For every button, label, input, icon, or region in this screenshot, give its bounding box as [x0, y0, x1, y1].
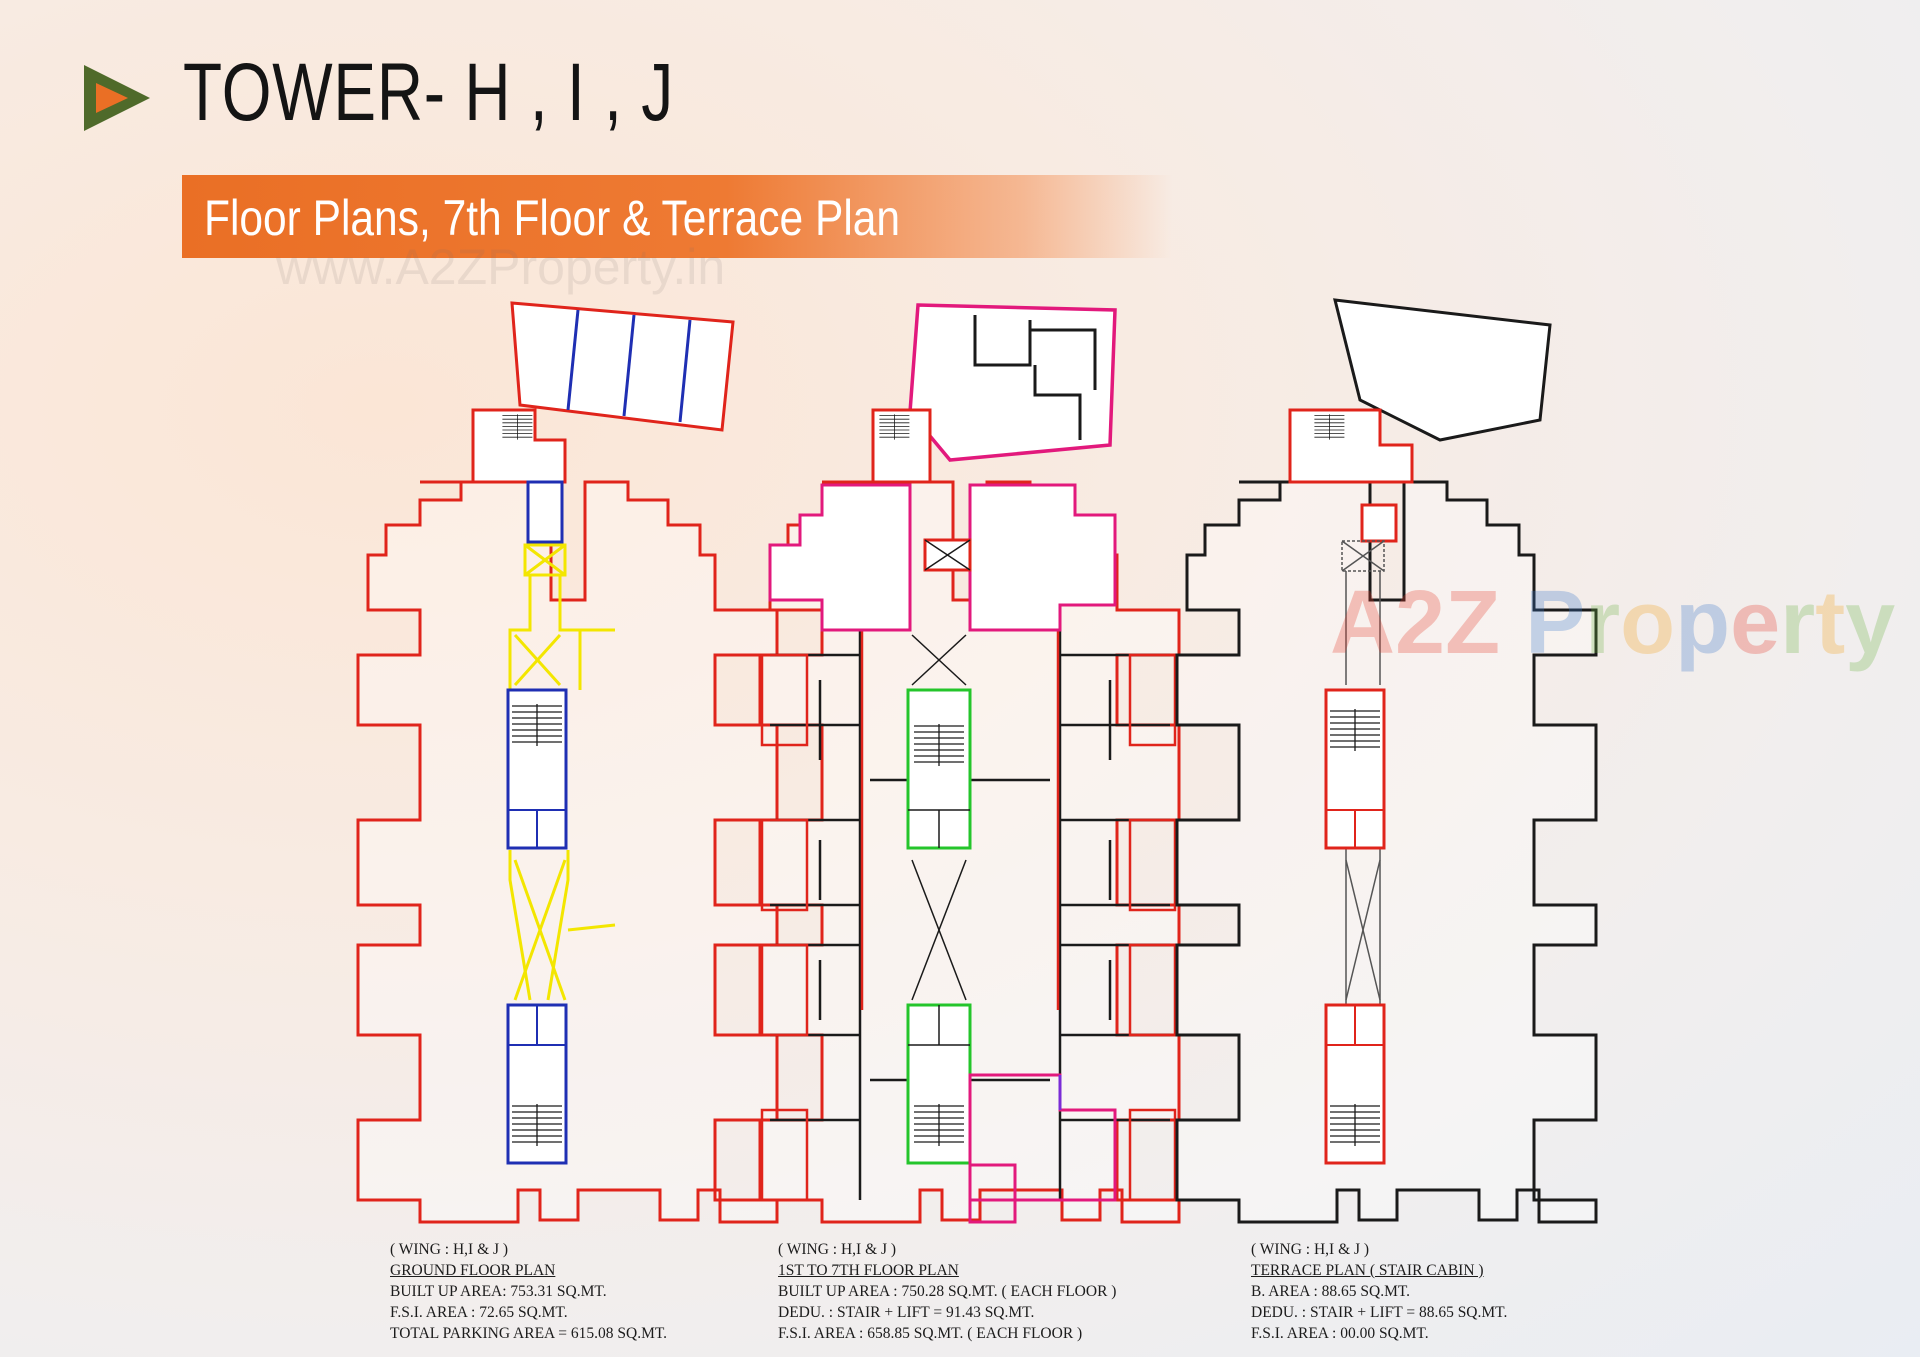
subtitle-banner: Floor Plans, 7th Floor & Terrace Plan [182, 175, 1172, 258]
play-arrow-icon [84, 65, 150, 131]
ground-floor-plan [356, 301, 779, 1224]
typical-floor-caption: ( WING : H,I & J ) 1ST TO 7TH FLOOR PLAN… [778, 1241, 1117, 1342]
plan-name: TERRACE PLAN ( STAIR CABIN ) [1251, 1262, 1484, 1279]
plan-name: 1ST TO 7TH FLOOR PLAN [778, 1262, 959, 1279]
watermark-logo: A2Z Property [1330, 573, 1896, 673]
terrace-plan [1175, 298, 1598, 1224]
ground-floor-caption: ( WING : H,I & J ) GROUND FLOOR PLAN BUI… [390, 1241, 668, 1342]
terrace-caption: ( WING : H,I & J ) TERRACE PLAN ( STAIR … [1251, 1241, 1508, 1342]
plan-name: GROUND FLOOR PLAN [390, 1262, 556, 1279]
typical-floor-plan [758, 303, 1181, 1224]
watermark-url: www.A2ZProperty.in [276, 239, 726, 295]
page-title: TOWER- H , I , J [183, 47, 674, 138]
subtitle-text: Floor Plans, 7th Floor & Terrace Plan [204, 190, 901, 246]
